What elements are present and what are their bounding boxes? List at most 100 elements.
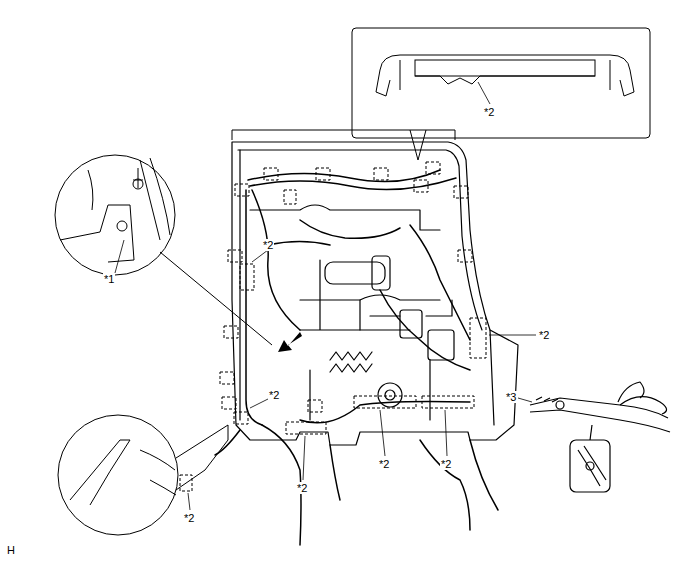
wire-harness xyxy=(268,242,330,246)
clamp-detail-inset xyxy=(70,440,130,505)
pliers-tool xyxy=(578,446,606,486)
clamp-marker xyxy=(264,168,278,180)
callout-number: *3 xyxy=(505,391,517,403)
leader-line xyxy=(518,398,532,402)
clamp-marker xyxy=(422,396,474,408)
seat-frame xyxy=(300,260,410,330)
pliers-tool xyxy=(590,425,592,440)
leader-line xyxy=(115,240,124,273)
callout-number: *2 xyxy=(378,458,390,470)
wire-harness xyxy=(420,440,470,530)
seat-frame xyxy=(426,300,452,316)
bolt-detail-inset xyxy=(117,221,127,231)
bolt-detail-inset xyxy=(55,155,175,275)
bolt-detail-inset xyxy=(55,155,272,345)
leader-line xyxy=(380,410,385,456)
seat-frame xyxy=(310,360,430,420)
pliers-tool xyxy=(530,410,670,432)
wire-harness xyxy=(215,170,498,545)
seat-frame xyxy=(300,295,440,300)
leader-line xyxy=(303,436,305,480)
bolt-detail-inset xyxy=(138,168,139,188)
leader-line xyxy=(252,250,268,262)
clamp-marker xyxy=(426,162,440,174)
clamp-marker xyxy=(458,250,472,262)
clamp-marker xyxy=(316,168,330,180)
wire-harness xyxy=(470,440,498,510)
view-arrow xyxy=(278,332,302,352)
clamp-detail-inset xyxy=(180,475,192,491)
top-detail-inset xyxy=(352,28,650,138)
seat-frame xyxy=(325,262,385,284)
top-detail-inset xyxy=(415,76,595,84)
wire-harness xyxy=(300,220,400,238)
clamp-marker xyxy=(220,162,486,434)
seat-frame xyxy=(428,330,454,360)
wire-harness xyxy=(410,225,470,340)
seat-frame xyxy=(490,330,494,425)
leader-line xyxy=(478,82,490,104)
wire-harness xyxy=(330,445,340,500)
clamp-marker xyxy=(470,318,486,358)
callout-number: *2 xyxy=(440,458,452,470)
bolt-detail-inset xyxy=(88,170,93,210)
top-detail-inset xyxy=(232,28,650,160)
wire-harness xyxy=(252,190,300,330)
clamp-marker xyxy=(240,264,254,290)
clamp-detail-inset xyxy=(58,415,178,535)
seat-frame xyxy=(385,390,395,400)
leader-line xyxy=(489,335,536,336)
clamp-marker xyxy=(224,326,238,338)
view-arrow xyxy=(278,332,302,352)
clamp-marker xyxy=(228,250,242,262)
clamp-marker xyxy=(308,400,322,412)
leader-line xyxy=(188,493,190,510)
callout-number: *2 xyxy=(296,482,308,494)
wire-harness xyxy=(246,190,262,425)
bolt-detail-inset xyxy=(140,158,170,240)
bolt-detail-inset xyxy=(133,179,143,189)
clamp-marker xyxy=(222,397,236,409)
pliers-tool xyxy=(556,401,564,409)
pliers-tool xyxy=(530,382,670,492)
pliers-tool xyxy=(620,397,667,414)
pliers-tool xyxy=(530,398,668,418)
leader-line xyxy=(445,410,447,456)
seat-frame xyxy=(232,142,518,445)
callout-number: *2 xyxy=(183,512,195,524)
clamp-marker xyxy=(235,184,249,196)
bolt-detail-inset xyxy=(160,252,272,345)
figure-code: H xyxy=(6,544,16,556)
bolt-detail-inset xyxy=(133,180,143,181)
callout-number: *2 xyxy=(538,329,550,341)
pliers-tool xyxy=(570,440,610,492)
wire-harness xyxy=(300,401,470,422)
callout-number: *2 xyxy=(262,239,274,251)
leader-line xyxy=(115,82,536,510)
clamp-detail-inset xyxy=(58,415,228,535)
clamp-marker xyxy=(286,422,326,434)
seat-frame xyxy=(239,150,240,420)
seat-frame xyxy=(238,150,482,330)
seat-frame xyxy=(330,364,372,372)
clamp-marker xyxy=(374,168,388,180)
clamp-marker xyxy=(454,186,468,198)
top-detail-inset xyxy=(400,60,610,90)
top-detail-inset xyxy=(380,55,630,70)
clamp-marker xyxy=(414,180,428,192)
seat-frame xyxy=(360,300,400,330)
callout-number: *2 xyxy=(268,389,280,401)
clamp-marker xyxy=(234,412,248,424)
wire-harness xyxy=(380,290,470,370)
clamp-marker xyxy=(284,190,296,204)
seat-frame xyxy=(330,352,372,360)
clamp-detail-inset xyxy=(140,450,176,495)
pliers-tool xyxy=(586,462,594,470)
pliers-tool xyxy=(618,382,644,402)
top-detail-inset xyxy=(376,70,634,96)
clamp-marker xyxy=(354,396,416,408)
callout-number: *2 xyxy=(483,106,495,118)
pliers-tool xyxy=(536,397,558,402)
top-detail-inset xyxy=(415,60,595,76)
